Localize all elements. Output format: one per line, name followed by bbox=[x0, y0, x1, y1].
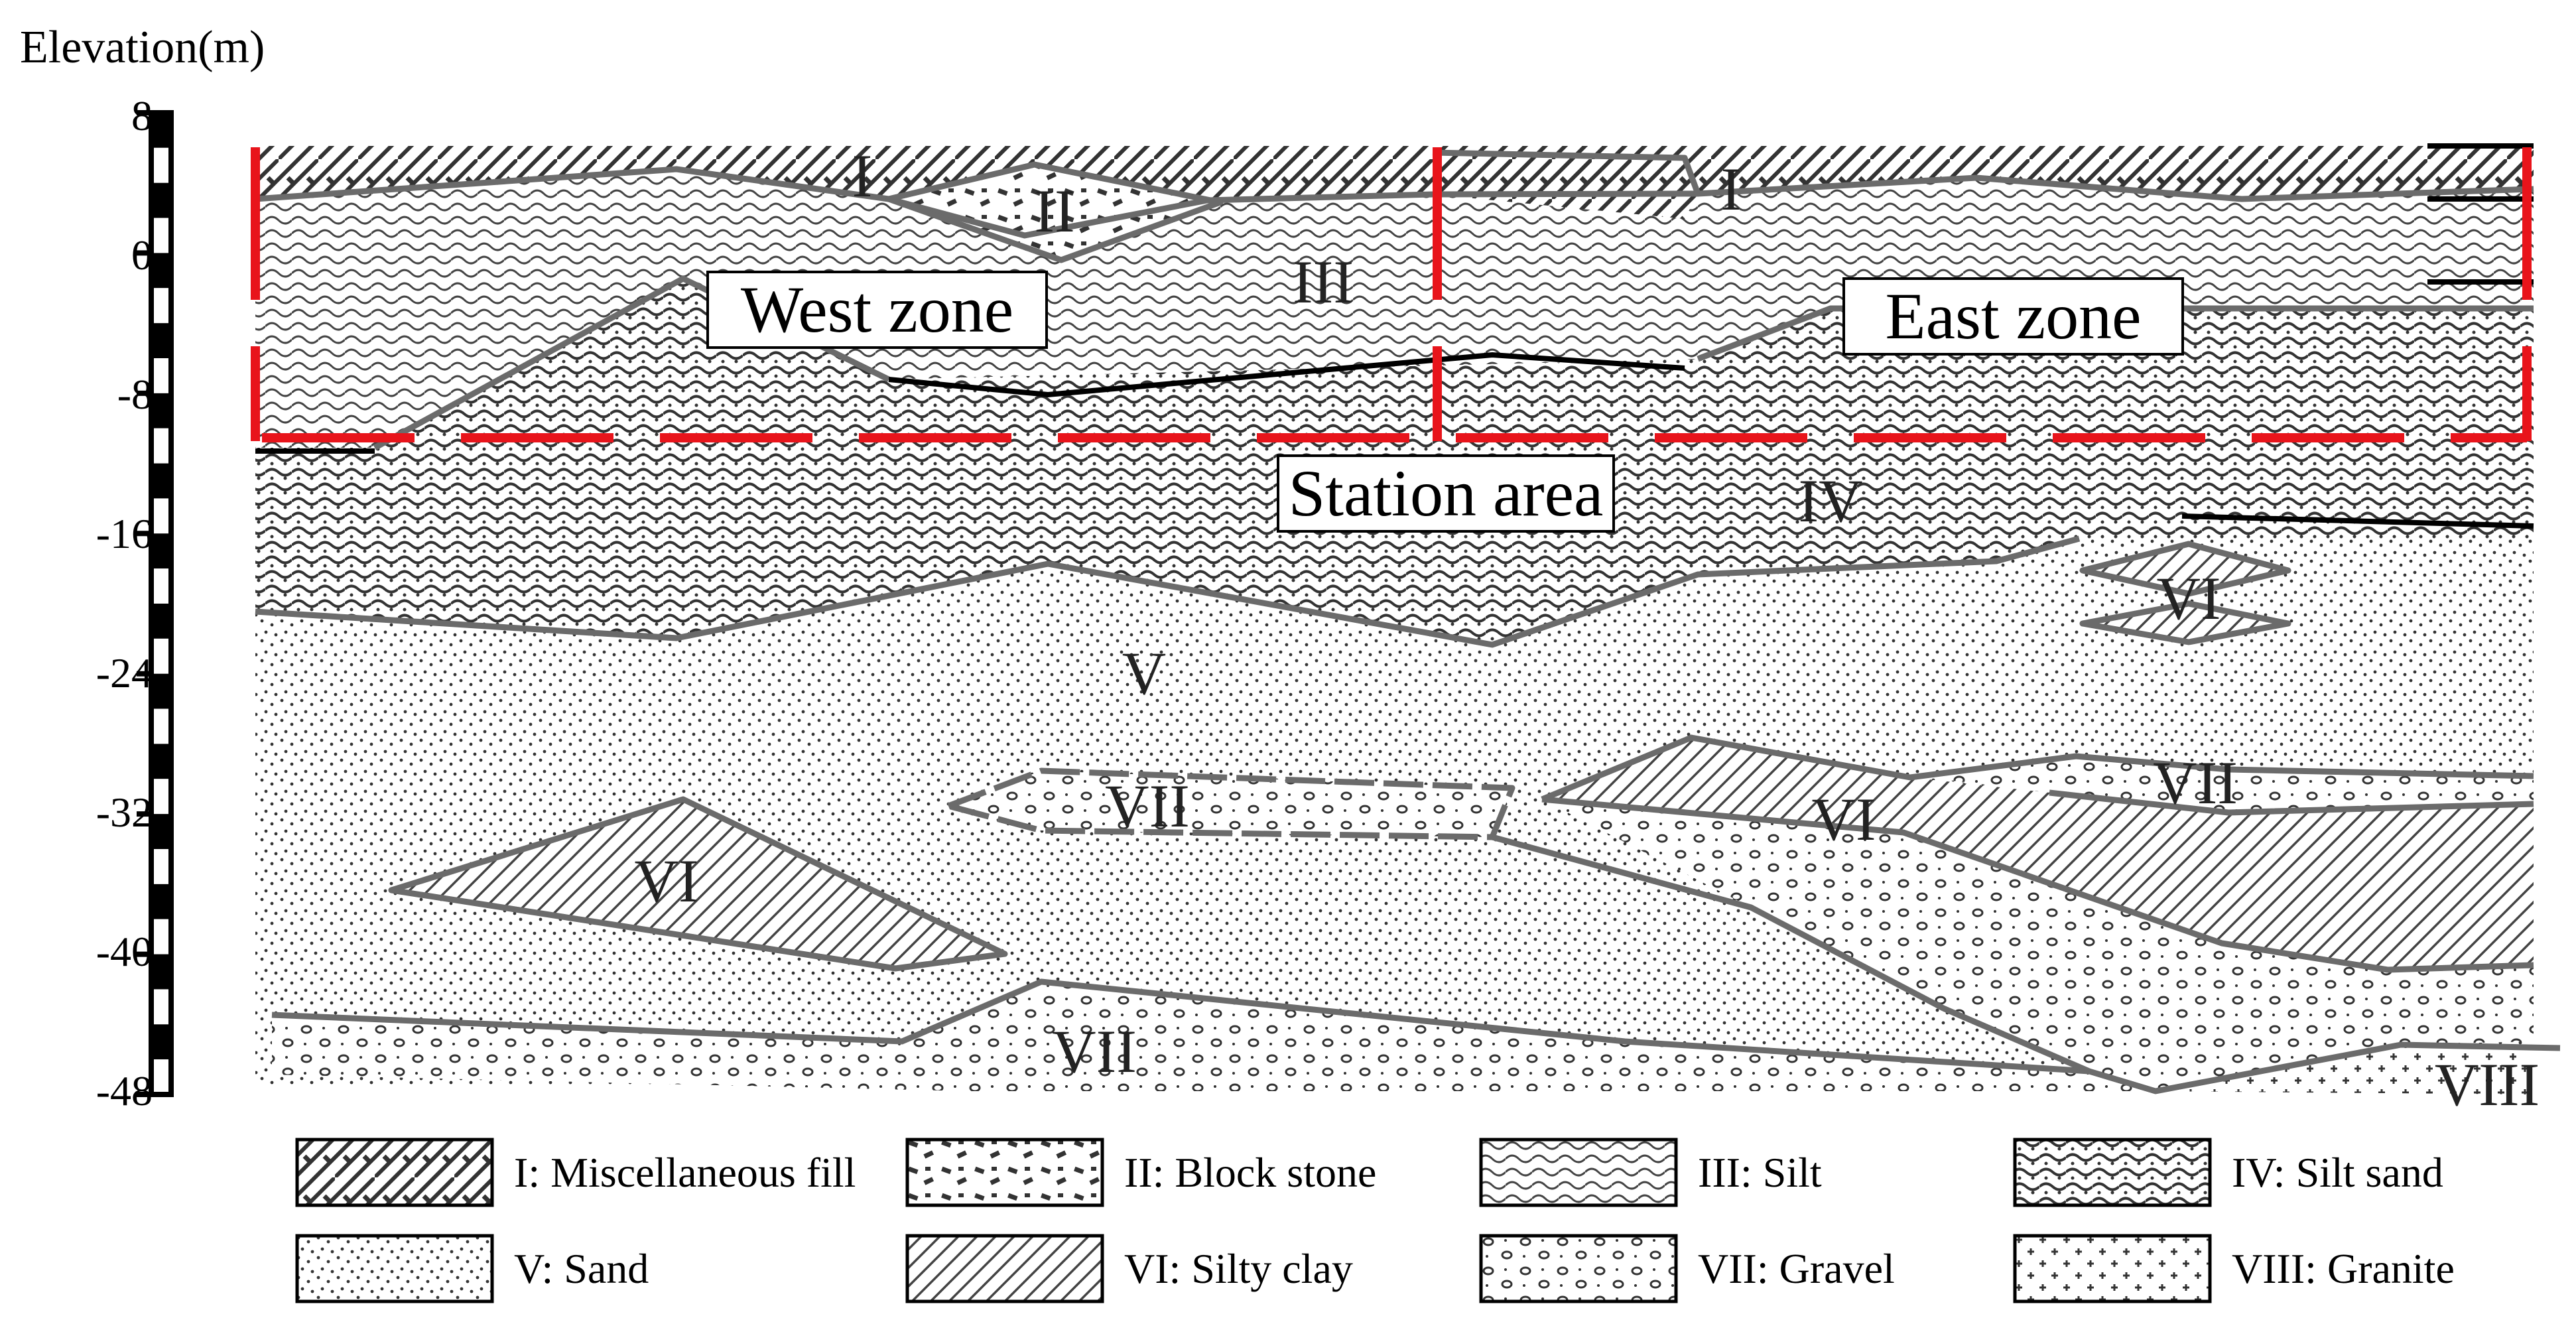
layer-label-silt-sand: IV bbox=[1798, 467, 1863, 535]
layer-label-fill-west: I bbox=[852, 142, 873, 210]
layer-gravel-mid bbox=[948, 771, 1512, 837]
layer-miscellaneous-fill bbox=[255, 146, 2534, 235]
tick-label: -16 bbox=[96, 510, 153, 557]
legend-label: I: Miscellaneous fill bbox=[514, 1149, 856, 1196]
layer-label-gravel-bottom: VII bbox=[1052, 1018, 1137, 1085]
legend-label: V: Sand bbox=[514, 1245, 649, 1292]
layer-gravel-right bbox=[1917, 756, 2534, 813]
layer-silt bbox=[255, 169, 2534, 448]
scale-bar-segment bbox=[151, 919, 171, 955]
black-contact-lines bbox=[255, 143, 2534, 529]
scale-bar-segment bbox=[151, 708, 171, 744]
tick-label: 0 bbox=[131, 231, 153, 279]
legend-swatch-clay bbox=[905, 1234, 1104, 1303]
layer-label-gravel-mid: VII bbox=[1105, 772, 1190, 840]
scale-bar-segment bbox=[151, 463, 171, 499]
layer-granite bbox=[2156, 1045, 2534, 1094]
scale-bar-segment bbox=[151, 744, 171, 779]
scale-bar-segment bbox=[151, 673, 171, 709]
legend-swatch-siltsand bbox=[2013, 1138, 2212, 1207]
scale-bar-segment bbox=[151, 358, 171, 393]
scale-bar-segment bbox=[151, 498, 171, 534]
east-zone-label: East zone bbox=[1842, 277, 2184, 356]
tick-label: -24 bbox=[96, 649, 153, 696]
scale-bar-segment bbox=[151, 954, 171, 990]
legend-label: III: Silt bbox=[1698, 1149, 1822, 1196]
scale-bar-segment bbox=[151, 568, 171, 604]
layer-label-granite: VIII bbox=[2434, 1051, 2540, 1118]
tick-label: 8 bbox=[131, 92, 153, 139]
layer-silty-clay-right bbox=[1542, 738, 2534, 970]
layer-label-sand: V bbox=[1122, 639, 1167, 707]
scale-bar-segment bbox=[151, 253, 171, 289]
tick-label: -48 bbox=[96, 1067, 153, 1114]
scale-bar-segment bbox=[151, 182, 171, 218]
scale-bar-segment bbox=[151, 147, 171, 183]
scale-bar-segment bbox=[151, 288, 171, 324]
layer-label-fill-east: I bbox=[1720, 155, 1742, 223]
layer-label-silty-clay-left: VI bbox=[634, 847, 699, 915]
legend-label: VI: Silty clay bbox=[1124, 1245, 1353, 1292]
west-zone-label: West zone bbox=[706, 271, 1048, 349]
legend-label: VII: Gravel bbox=[1698, 1245, 1895, 1292]
station-area-label: Station area bbox=[1277, 454, 1615, 533]
station-area-outline bbox=[251, 147, 2532, 442]
tick-label: -40 bbox=[96, 928, 153, 975]
scale-bar-segment bbox=[151, 113, 171, 148]
legend-swatch-silt bbox=[1479, 1138, 1678, 1207]
scale-bar-segment bbox=[151, 428, 171, 464]
layer-gravel-bottom bbox=[272, 982, 2156, 1091]
elevation-scale-bar bbox=[137, 110, 174, 1097]
tick-label: -32 bbox=[96, 789, 153, 836]
legend-swatch-sand bbox=[295, 1234, 494, 1303]
legend-swatch-gravel bbox=[1479, 1234, 1678, 1303]
scale-bar-segment bbox=[151, 393, 171, 429]
tick-label: -8 bbox=[117, 371, 153, 418]
scale-bar-segment bbox=[151, 638, 171, 674]
scale-bar-segment bbox=[151, 849, 171, 884]
legend-swatch-granite bbox=[2013, 1234, 2212, 1303]
scale-bar-segment bbox=[151, 884, 171, 919]
scale-bar-segment bbox=[151, 989, 171, 1025]
scale-bar-segment bbox=[151, 323, 171, 358]
layer-label-gravel-right: VII bbox=[2153, 749, 2238, 817]
scale-bar-segment bbox=[151, 604, 171, 639]
scale-bar-frame bbox=[149, 110, 174, 1097]
scale-bar-segment bbox=[151, 779, 171, 815]
legend-label: IV: Silt sand bbox=[2232, 1149, 2443, 1196]
scale-bar-segment bbox=[151, 218, 171, 253]
layer-label-silty-clay-lens: VI bbox=[2156, 564, 2221, 632]
scale-bar-segment bbox=[151, 1059, 171, 1094]
legend-swatch-block bbox=[905, 1138, 1104, 1207]
layer-label-silt: III bbox=[1293, 248, 1354, 316]
scale-bar-segment bbox=[151, 533, 171, 569]
scale-bar-segment bbox=[151, 814, 171, 849]
layer-silty-clay-left bbox=[391, 799, 1005, 968]
layer-label-block-stone: II bbox=[1034, 177, 1075, 245]
legend-label: VIII: Granite bbox=[2232, 1245, 2455, 1292]
legend-swatch-fill bbox=[295, 1138, 494, 1207]
legend-label: II: Block stone bbox=[1124, 1149, 1377, 1196]
scale-bar-segment bbox=[151, 1024, 171, 1060]
layer-gravel-deep bbox=[1542, 799, 2534, 1091]
elevation-axis-title: Elevation(m) bbox=[20, 22, 265, 73]
layer-label-silty-clay-right: VI bbox=[1811, 785, 1876, 853]
